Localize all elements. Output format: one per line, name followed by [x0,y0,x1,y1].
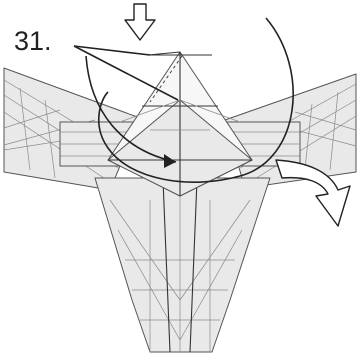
lower-body [95,178,270,352]
push-arrow-icon [125,4,155,40]
